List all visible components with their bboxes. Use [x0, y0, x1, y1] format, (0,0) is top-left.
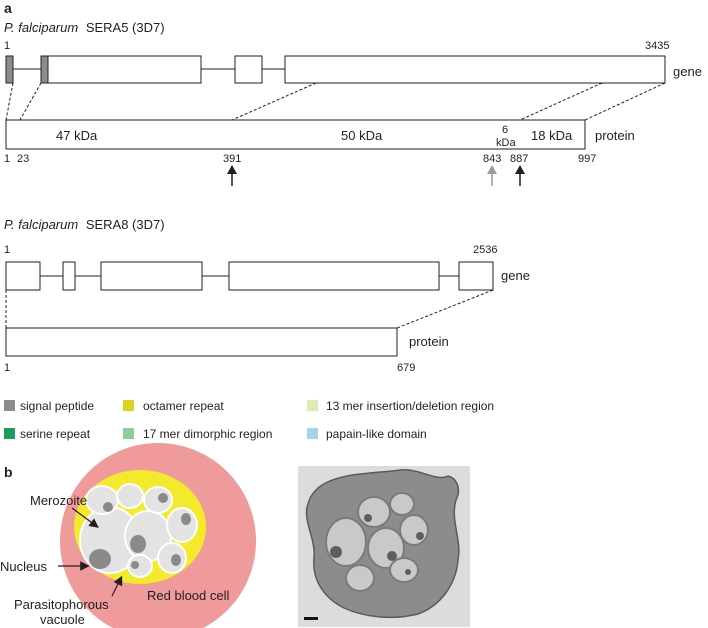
sera5-gene-start: 1 — [4, 40, 10, 52]
infected-rbc-schematic — [58, 443, 256, 628]
merozoite — [166, 507, 198, 543]
pos-1: 1 — [4, 153, 10, 165]
panel-b-label: b — [4, 464, 13, 480]
sera8-connectors — [5, 289, 494, 329]
micrograph-nucleus — [405, 569, 411, 575]
micrograph-merozoite — [325, 517, 367, 567]
sera5-gene-label: gene — [673, 64, 702, 79]
micrograph-nucleus — [364, 514, 372, 522]
legend-swatch-signal-peptide — [4, 400, 15, 411]
nucleus — [181, 513, 191, 525]
nucleus — [131, 561, 139, 569]
sera8-exon-5 — [458, 261, 494, 291]
sera5-species: P. falciparum — [4, 20, 78, 35]
sera8-gene-start: 1 — [4, 244, 10, 256]
micrograph-nucleus — [416, 532, 424, 540]
micrograph-nucleus — [387, 551, 397, 561]
sera5-gene-end: 3435 — [645, 40, 669, 52]
sera5-exon-3 — [47, 55, 202, 84]
legend-swatch-octamer-repeat — [123, 400, 134, 411]
fragment-6kda-bottom: kDa — [496, 137, 516, 149]
fragment-6kda-top: 6 — [502, 124, 508, 136]
label-nucleus: Nucleus — [0, 559, 47, 574]
legend-swatch-dimorphic — [123, 428, 134, 439]
legend: signal peptide octamer repeat 13 mer ins… — [4, 399, 494, 441]
nucleus — [171, 554, 181, 566]
legend-swatch-papain — [307, 428, 318, 439]
sera8-exon-1 — [5, 261, 41, 291]
fragment-50kda: 50 kDa — [341, 128, 383, 143]
cleavage-arrow-843 — [487, 165, 497, 186]
micrograph-merozoite — [357, 496, 391, 528]
sera8-gene-name: SERA8 (3D7) — [86, 217, 165, 232]
label-red-blood-cell: Red blood cell — [147, 588, 229, 603]
sera5-exon-1 — [5, 55, 14, 84]
sera5-gene-model — [5, 55, 666, 84]
electron-micrograph — [298, 466, 470, 627]
sera5-protein-label: protein — [595, 128, 635, 143]
sera8-protein-model — [5, 327, 398, 357]
sera8-protein-start: 1 — [4, 362, 10, 374]
merozoite-pointer — [71, 507, 99, 528]
merozoite — [85, 485, 119, 515]
pos-23: 23 — [17, 153, 29, 165]
micrograph-merozoite — [389, 492, 415, 516]
micrograph-merozoite — [389, 557, 419, 583]
legend-swatch-serine-repeat — [4, 428, 15, 439]
label-vacuole-2: vacuole — [40, 612, 85, 627]
sera8-title: P. falciparum SERA8 (3D7) — [4, 217, 165, 232]
sera5-title: P. falciparum SERA5 (3D7) — [4, 20, 165, 35]
micrograph-merozoite — [399, 514, 429, 546]
legend-indel: 13 mer insertion/deletion region — [326, 399, 494, 413]
legend-serine-repeat: serine repeat — [20, 427, 91, 441]
nucleus — [130, 535, 146, 553]
sera8-protein-label: protein — [409, 334, 449, 349]
sera8-species: P. falciparum — [4, 217, 78, 232]
legend-papain: papain-like domain — [326, 427, 427, 441]
legend-signal-peptide: signal peptide — [20, 399, 94, 413]
merozoite — [143, 486, 173, 514]
pos-391: 391 — [223, 153, 241, 165]
panel-a-label: a — [4, 0, 12, 16]
nucleus — [103, 502, 113, 512]
fragment-18kda: 18 kDa — [531, 128, 573, 143]
label-vacuole-1: Parasitophorous — [14, 597, 109, 612]
sera8-protein-end: 679 — [397, 362, 415, 374]
sera8-gene-end: 2536 — [473, 244, 497, 256]
sera5-protein-model — [5, 119, 586, 150]
sera8-gene-label: gene — [501, 268, 530, 283]
vacuole-pointer — [111, 575, 123, 597]
merozoite — [127, 554, 153, 578]
nucleus — [89, 549, 111, 569]
sera5-exon-2 — [40, 55, 49, 84]
legend-dimorphic: 17 mer dimorphic region — [143, 427, 272, 441]
cleavage-arrow-887 — [515, 165, 525, 186]
sera8-exon-2 — [62, 261, 76, 291]
micrograph-scale-bar — [304, 617, 318, 620]
fragment-47kda: 47 kDa — [56, 128, 98, 143]
micrograph-merozoite — [345, 564, 375, 592]
sera8-gene-model — [5, 261, 494, 291]
nucleus — [158, 493, 168, 503]
pos-997: 997 — [578, 153, 596, 165]
pos-843: 843 — [483, 153, 501, 165]
merozoite — [116, 483, 144, 509]
legend-octamer-repeat: octamer repeat — [143, 399, 224, 413]
pos-887: 887 — [510, 153, 528, 165]
sera5-gene-name: SERA5 (3D7) — [86, 20, 165, 35]
sera5-exon-4 — [234, 55, 263, 84]
micrograph-nucleus — [330, 546, 342, 558]
label-merozoite: Merozoite — [30, 493, 87, 508]
cleavage-arrow-391 — [227, 165, 237, 186]
legend-swatch-indel — [307, 400, 318, 411]
sera5-connectors — [5, 82, 666, 121]
